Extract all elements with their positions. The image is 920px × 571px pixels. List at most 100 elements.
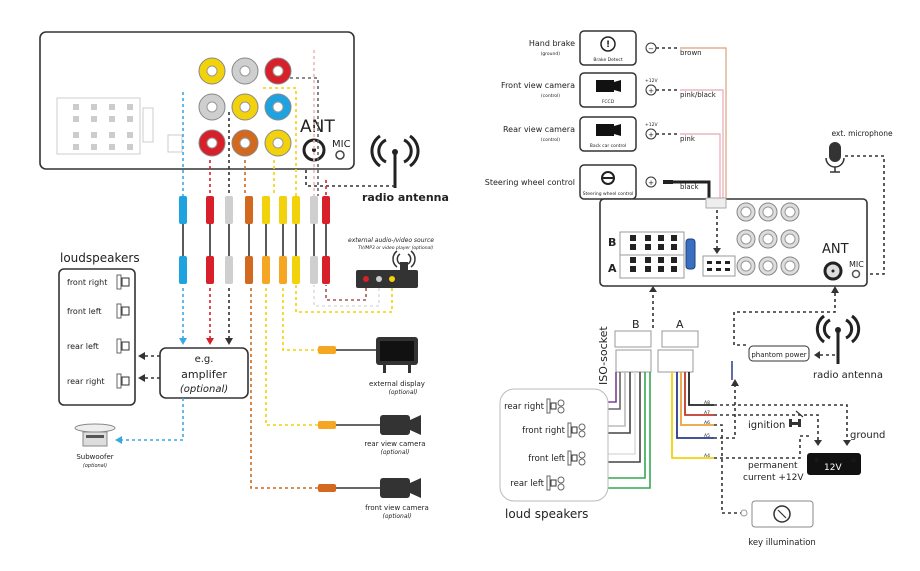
external-display-label: external display xyxy=(369,380,425,388)
speaker-label: front left xyxy=(67,307,102,316)
wire-color-label: black xyxy=(680,183,700,191)
mic-jack xyxy=(335,150,345,160)
subwoofer-icon xyxy=(74,423,116,447)
speaker-icon xyxy=(116,303,130,319)
blue-clip xyxy=(685,238,696,270)
rca-cable xyxy=(245,196,253,284)
external-display-icon xyxy=(376,337,418,373)
wire-color-label: brown xyxy=(680,49,702,57)
front-camera-note: (optional) xyxy=(383,513,412,520)
control-box-label: Back car control xyxy=(590,143,626,149)
loudspeakers-title: loudspeakers xyxy=(60,251,140,265)
speaker-label: front right xyxy=(522,426,566,436)
speaker-icon xyxy=(567,450,586,466)
permanent-label-1: permanent xyxy=(748,461,798,471)
wire-color-label: pink xyxy=(680,135,696,143)
ignition-label: ignition xyxy=(748,420,785,431)
speaker-item: rear right xyxy=(67,373,130,389)
ext-av-title: external audio-/video source xyxy=(348,237,434,244)
speaker-item: front left xyxy=(67,303,130,319)
power-dashes xyxy=(714,379,851,514)
ground-label: ground xyxy=(850,430,885,441)
rear-camera-label: rear view camera xyxy=(364,440,425,448)
control-wires xyxy=(663,47,727,200)
speaker-icon xyxy=(546,398,565,414)
right-mic-label: MIC xyxy=(849,260,864,269)
control-label: Steering wheel control xyxy=(485,178,575,187)
rca-jack xyxy=(264,57,292,85)
left-speaker-list: front right front left rear left rear right xyxy=(67,274,130,389)
control-label: Hand brake xyxy=(529,39,575,48)
pin-label: A8 xyxy=(704,400,710,406)
rca-cable xyxy=(279,196,287,284)
front-camera-icon xyxy=(380,478,421,498)
control-sub: (control) xyxy=(541,137,560,143)
rca-cable xyxy=(322,196,330,284)
speaker-item: front right xyxy=(522,422,586,438)
external-display-note: (optional) xyxy=(389,389,418,396)
speaker-label: rear left xyxy=(67,342,99,351)
loud-speakers-title: loud speakers xyxy=(505,507,588,521)
svg-text:!: ! xyxy=(606,40,610,50)
speaker-label: rear right xyxy=(67,377,105,386)
svg-text:+: + xyxy=(648,179,654,187)
jack-to-cable-wires xyxy=(182,50,327,196)
rca-cable xyxy=(225,196,233,284)
external-av-source: external audio-/video source TV/MP3 or v… xyxy=(295,237,434,313)
b-label: B xyxy=(608,236,616,249)
control-sub: (ground) xyxy=(541,51,561,57)
left-radio-antenna-label: radio antenna xyxy=(362,191,449,204)
rear-camera-icon xyxy=(380,415,421,435)
speaker-icon xyxy=(116,373,130,389)
iso-socket-b xyxy=(614,330,652,373)
rca-cable xyxy=(310,196,318,284)
right-ant-label: ANT xyxy=(822,242,849,257)
rca-jack xyxy=(758,256,778,276)
pin-label: A5 xyxy=(704,433,710,439)
rca-jack xyxy=(780,202,800,222)
rca-jack-grid xyxy=(198,57,292,157)
rear-camera-note: (optional) xyxy=(381,449,410,456)
rca-jack xyxy=(736,202,756,222)
ext-av-antenna-icon xyxy=(392,250,416,268)
right-radio-antenna-label: radio antenna xyxy=(813,370,883,381)
control-box-label: Steering wheel control xyxy=(583,191,634,197)
svg-text:−: − xyxy=(648,45,654,53)
pin-label: A4 xyxy=(704,453,710,459)
control-item: Rear view camera(control)Back car contro… xyxy=(503,116,696,152)
ignition-key-icon xyxy=(789,419,801,427)
right-radio-antenna-icon xyxy=(815,314,861,364)
speaker-icon xyxy=(567,422,586,438)
svg-text:⊖: ⊖ xyxy=(851,457,856,464)
iso-socket-label: ISO-socket xyxy=(597,326,610,385)
a-label: A xyxy=(608,262,617,275)
voltage-label: +12V xyxy=(645,78,658,84)
ext-microphone-icon xyxy=(825,142,845,173)
pin-label: A6 xyxy=(704,420,710,426)
left-radio-antenna-icon xyxy=(370,134,420,188)
svg-text:⊕: ⊕ xyxy=(814,457,819,464)
subwoofer-note: (optional) xyxy=(83,463,107,469)
speaker-icon xyxy=(546,475,565,491)
rca-jack xyxy=(736,256,756,276)
loudspeakers-box xyxy=(58,268,136,406)
rca-jack xyxy=(758,229,778,249)
phantom-power-label: phantom power xyxy=(751,351,806,359)
voltage-label: +12V xyxy=(645,122,658,128)
rca-jack xyxy=(231,57,259,85)
rca-cable xyxy=(292,196,300,284)
control-sub: (control) xyxy=(541,93,560,99)
rca-jack xyxy=(736,229,756,249)
speaker-label: front left xyxy=(528,454,565,464)
rca-cable-set xyxy=(179,196,330,284)
phantom-power-box xyxy=(748,345,810,362)
rca-jack xyxy=(198,57,226,85)
speaker-icon xyxy=(116,274,130,290)
speaker-label: front right xyxy=(67,278,107,287)
left-mic-label: MIC xyxy=(332,139,351,150)
control-box-label: Brake Detect xyxy=(593,57,623,63)
rca-cable xyxy=(179,196,187,284)
